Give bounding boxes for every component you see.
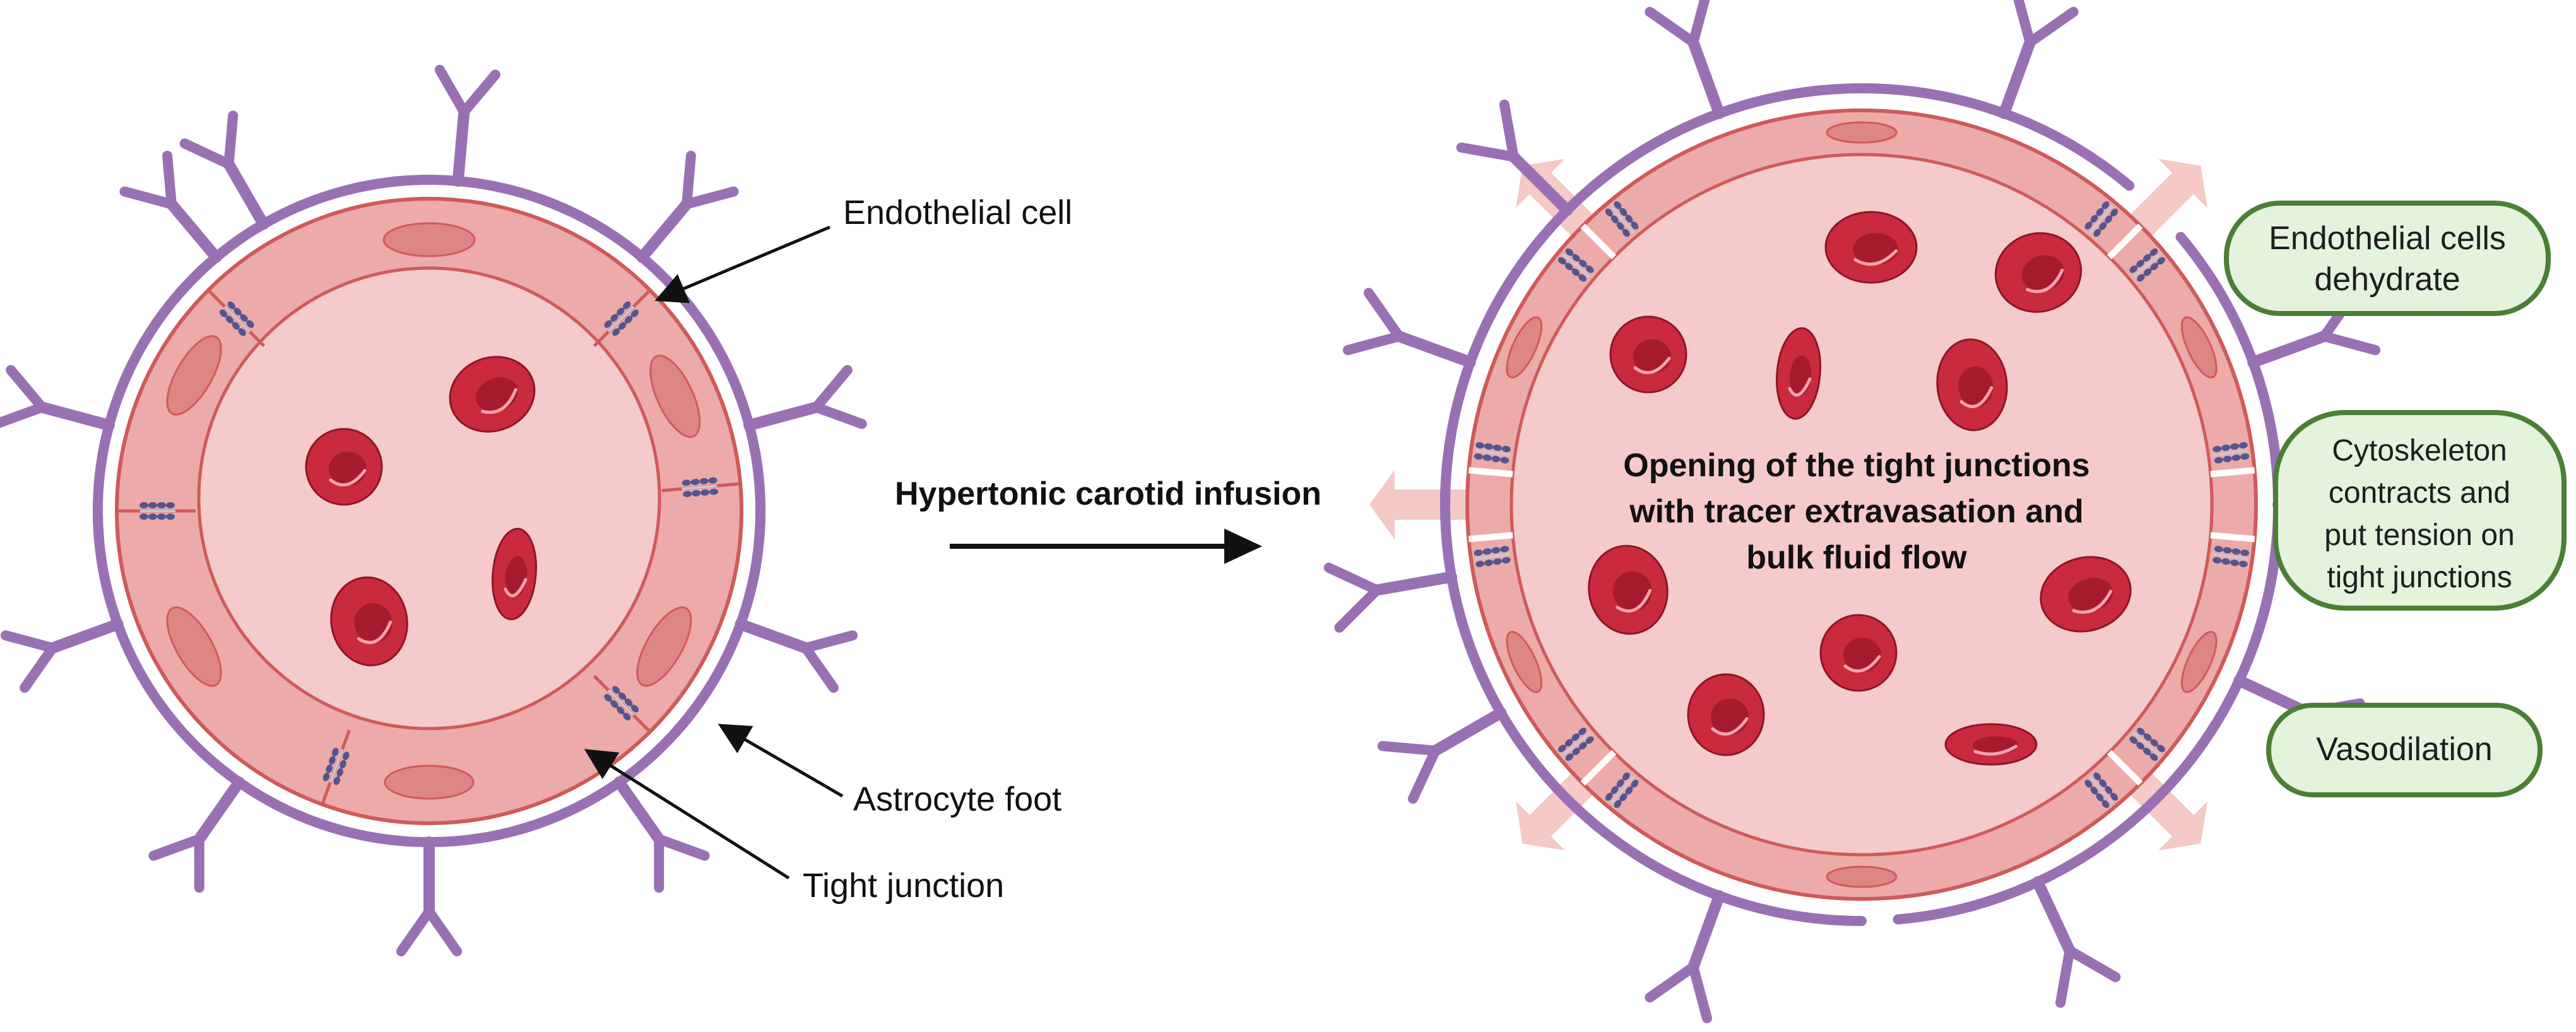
left-astrocyte-feet bbox=[0, 64, 867, 957]
right-junction-gaps bbox=[1468, 223, 2255, 786]
right-lumen bbox=[1510, 153, 2214, 857]
endothelial-nucleus bbox=[2180, 316, 2218, 378]
center-text-line-2: with tracer extravasation and bbox=[1629, 493, 2084, 530]
process-arrow-head bbox=[1224, 529, 1262, 564]
endothelial-cell-label: Endothelial cell bbox=[843, 194, 1072, 232]
red-blood-cell bbox=[2040, 556, 2132, 633]
outflow-arrow-head bbox=[1369, 470, 1395, 539]
tight-junction bbox=[139, 502, 175, 520]
left-endothelial-nuclei bbox=[166, 222, 701, 800]
endothelial-nucleus bbox=[166, 606, 222, 687]
tight-junction bbox=[2213, 546, 2250, 568]
effect-box-cytoskeleton-line-2: contracts and bbox=[2329, 476, 2510, 510]
red-blood-cell bbox=[305, 428, 383, 506]
effect-box-vasodilation-line-1: Vasodilation bbox=[2316, 731, 2492, 768]
effect-box-dehydrate: Endothelial cells dehydrate bbox=[2224, 201, 2551, 316]
astrocyte-foot bbox=[119, 150, 321, 351]
astrocyte-foot bbox=[310, 817, 548, 957]
tight-junction bbox=[1474, 546, 1511, 568]
junction-gap bbox=[2210, 467, 2255, 478]
red-blood-cell bbox=[449, 356, 536, 433]
astrocyte-foot bbox=[338, 64, 574, 216]
tight-junction bbox=[1605, 772, 1639, 808]
endothelial-nucleus bbox=[1506, 316, 1543, 378]
astrocyte-foot bbox=[1588, 818, 1867, 1024]
tight-junction bbox=[1558, 248, 1594, 282]
process-arrow-label: Hypertonic carotid infusion bbox=[895, 476, 1321, 512]
endothelial-nucleus bbox=[636, 606, 692, 687]
red-blood-cell bbox=[1936, 338, 2008, 431]
junction-gap bbox=[1468, 532, 1513, 542]
effect-box-vasodilation: Vasodilation bbox=[2266, 703, 2543, 797]
junction-gap bbox=[2106, 223, 2143, 260]
left-annotations: Endothelial cell Astrocyte foot Tight ju… bbox=[584, 194, 1072, 905]
tight-junction bbox=[2129, 248, 2165, 282]
red-blood-cell bbox=[1588, 544, 1669, 635]
red-blood-cell bbox=[1819, 614, 1898, 692]
right-endothelial-nuclei bbox=[1506, 121, 2218, 888]
tight-junction bbox=[1558, 727, 1594, 761]
tight-junction bbox=[2213, 442, 2250, 464]
effect-box-cytoskeleton-line-3: put tension on bbox=[2324, 519, 2515, 552]
tight-junction bbox=[322, 748, 350, 785]
red-blood-cell bbox=[1609, 315, 1687, 394]
right-red-blood-cells bbox=[1588, 211, 2132, 766]
junction-gap bbox=[2106, 749, 2143, 786]
endothelial-nucleus bbox=[2180, 631, 2218, 693]
outflow-arrow-head bbox=[2158, 801, 2208, 851]
outflow-arrow-head bbox=[1515, 801, 1565, 851]
left-lumen bbox=[197, 266, 661, 730]
endothelial-nucleus bbox=[1506, 631, 1543, 693]
red-blood-cell bbox=[1994, 232, 2083, 313]
junction-gap bbox=[1468, 467, 1513, 478]
junction-gap bbox=[2210, 532, 2255, 542]
left-red-blood-cells bbox=[305, 356, 537, 667]
tight-junction bbox=[604, 301, 639, 336]
junction-gap bbox=[1580, 223, 1617, 260]
left-tight-junctions bbox=[139, 301, 719, 785]
red-blood-cell bbox=[1687, 673, 1765, 756]
left-vessel bbox=[0, 64, 867, 957]
endothelial-nucleus bbox=[1826, 121, 1898, 144]
endothelial-nucleus bbox=[166, 335, 222, 416]
right-vessel: Opening of the tight junctions with trac… bbox=[1323, 0, 2402, 1024]
tight-junction-pointer bbox=[584, 749, 790, 880]
endothelial-cell-pointer bbox=[654, 225, 830, 303]
astrocyte-foot bbox=[1893, 794, 2161, 1008]
outflow-arrow-head bbox=[2158, 158, 2208, 208]
red-blood-cell bbox=[1824, 211, 1918, 284]
astrocyte-foot-label: Astrocyte foot bbox=[853, 780, 1061, 818]
effect-box-dehydrate-line-2: dehydrate bbox=[2314, 261, 2460, 298]
red-blood-cell bbox=[1944, 723, 2038, 766]
effect-box-dehydrate-line-1: Endothelial cells bbox=[2269, 220, 2506, 257]
junction-gap bbox=[1580, 749, 1617, 786]
center-text-line-3: bulk fluid flow bbox=[1746, 539, 1967, 576]
astrocyte-foot bbox=[1857, 0, 2135, 191]
tight-junction-label: Tight junction bbox=[803, 867, 1004, 905]
tight-junction bbox=[1474, 442, 1511, 464]
red-blood-cell bbox=[492, 527, 537, 621]
tight-junction bbox=[219, 301, 254, 336]
astrocyte-foot-pointer bbox=[718, 724, 844, 798]
effect-box-cytoskeleton: Cytoskeleton contracts and put tension o… bbox=[2273, 410, 2567, 611]
tight-junction bbox=[1605, 201, 1639, 237]
astrocyte-foot bbox=[1456, 99, 1691, 334]
endothelial-nucleus bbox=[649, 355, 701, 438]
tight-junction bbox=[682, 477, 719, 498]
red-blood-cell bbox=[330, 576, 408, 667]
red-blood-cell bbox=[1776, 327, 1821, 420]
process-arrow-group: Hypertonic carotid infusion bbox=[895, 476, 1321, 564]
endothelial-nucleus bbox=[1826, 865, 1898, 888]
tight-junction bbox=[2129, 727, 2165, 761]
endothelial-nucleus bbox=[384, 765, 475, 800]
right-tight-junctions bbox=[1474, 201, 2250, 808]
center-text-line-1: Opening of the tight junctions bbox=[1623, 447, 2089, 484]
effect-box-cytoskeleton-line-4: tight junctions bbox=[2327, 561, 2512, 594]
tight-junction bbox=[2084, 201, 2118, 237]
endothelial-nucleus bbox=[382, 222, 476, 257]
effect-box-cytoskeleton-line-1: Cytoskeleton bbox=[2332, 434, 2507, 467]
tight-junction bbox=[2084, 772, 2118, 808]
tight-junction bbox=[604, 686, 639, 721]
